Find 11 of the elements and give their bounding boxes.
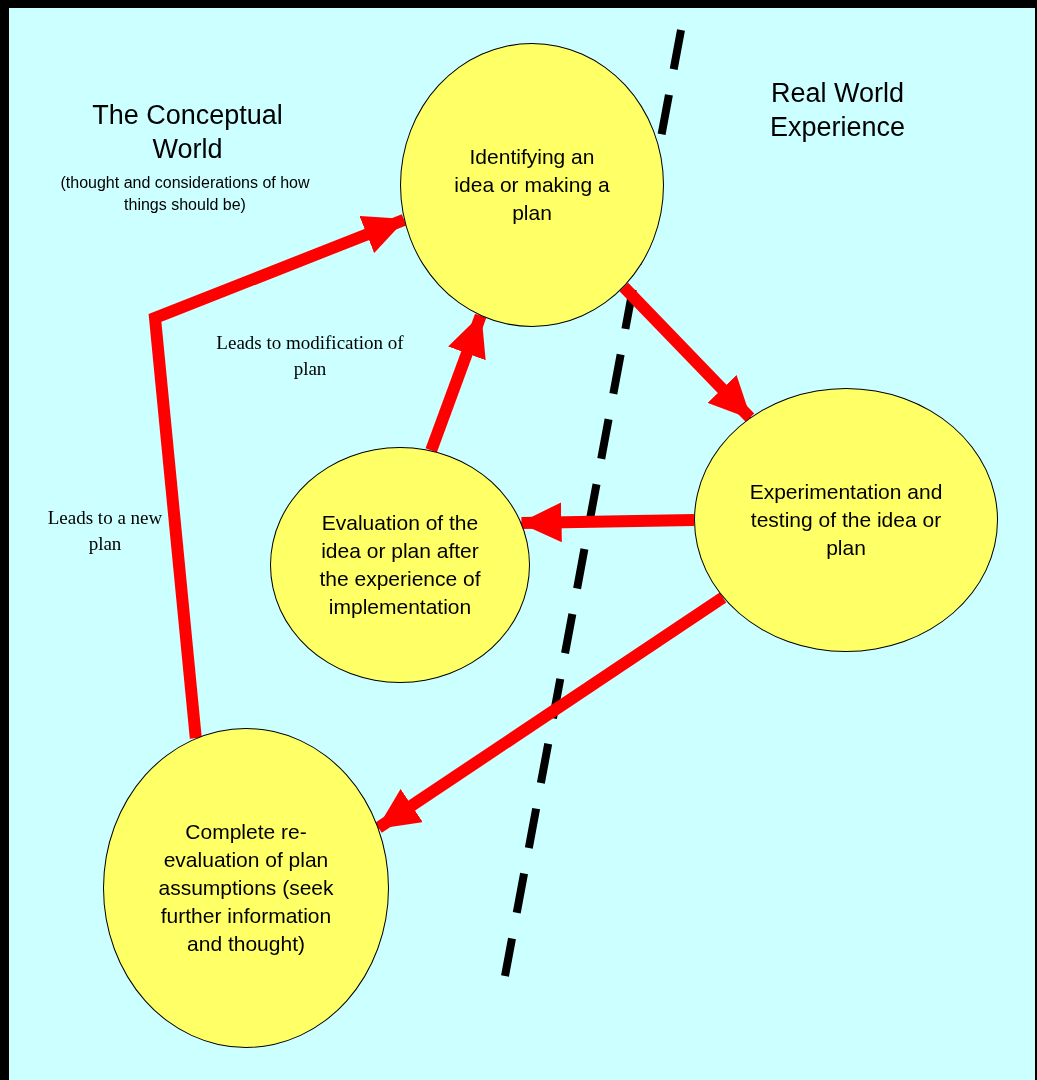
node-text: Complete re-evaluation of plan assumptions (seek further information and thought) — [157, 819, 335, 957]
node-text: Identifying an idea or making a plan — [453, 144, 611, 226]
arrow — [425, 313, 487, 453]
arrow — [619, 282, 755, 422]
arrow — [519, 502, 695, 543]
node-text: Evaluation of the idea or plan after the experience of implementation — [318, 510, 482, 620]
heading-text: The Conceptual World — [91, 99, 284, 166]
subtitle-text: (thought and considerations of how things should be) — [59, 173, 311, 215]
heading-text: Real World Experience — [768, 77, 907, 144]
node-text: Experimentation and testing of the idea or plan — [748, 479, 944, 561]
arrow — [375, 592, 727, 833]
